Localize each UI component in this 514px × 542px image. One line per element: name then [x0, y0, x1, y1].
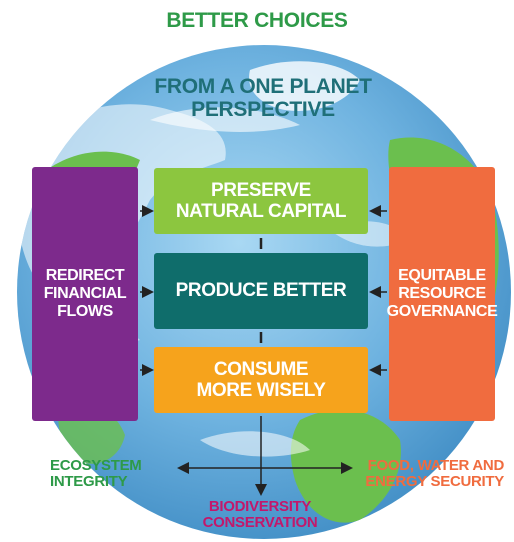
ecosystem-integrity-label: ECOSYSTEM INTEGRITY: [50, 457, 142, 490]
diagram-title: BETTER CHOICES: [166, 9, 348, 32]
equitable-label: EQUITABLE RESOURCE GOVERNANCE: [386, 267, 498, 320]
produce-better-box: PRODUCE BETTER: [154, 253, 368, 329]
consume-label: CONSUME MORE WISELY: [196, 358, 326, 401]
redirect-financial-flows-box: REDIRECT FINANCIAL FLOWS: [32, 167, 138, 421]
preserve-natural-capital-box: PRESERVE NATURAL CAPITAL: [154, 168, 368, 234]
equitable-resource-governance-box: EQUITABLE RESOURCE GOVERNANCE: [386, 167, 498, 421]
preserve-label: PRESERVE NATURAL CAPITAL: [175, 179, 347, 222]
food-water-energy-label: FOOD, WATER AND ENERGY SECURITY: [365, 457, 504, 490]
redirect-label: REDIRECT FINANCIAL FLOWS: [43, 267, 127, 320]
diagram-subtitle: FROM A ONE PLANET PERSPECTIVE: [154, 75, 372, 121]
consume-more-wisely-box: CONSUME MORE WISELY: [154, 347, 368, 413]
produce-label: PRODUCE BETTER: [175, 280, 347, 302]
biodiversity-conservation-label: BIODIVERSITY CONSERVATION: [202, 498, 318, 531]
